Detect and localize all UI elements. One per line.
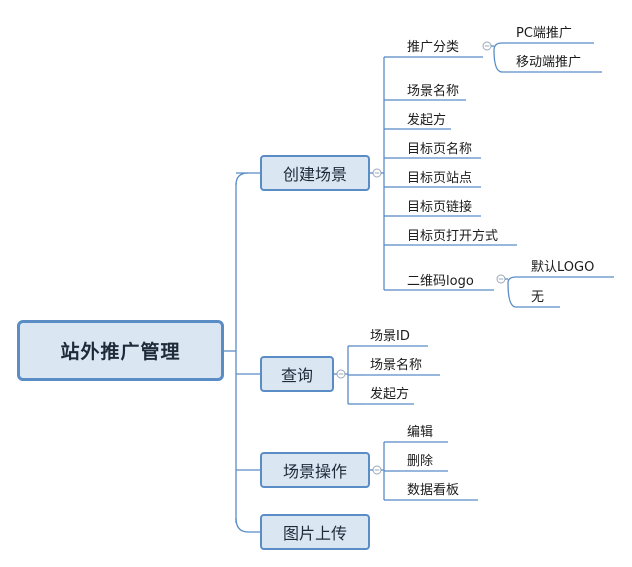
qr-logo-branch (505, 276, 524, 308)
root-node[interactable]: 站外推广管理 (17, 320, 224, 381)
leaf-query-initiator[interactable]: 发起方 (370, 387, 410, 402)
trunk-top-curve (235, 172, 249, 186)
leaf-qr-logo[interactable]: 二维码logo (407, 274, 474, 289)
leaf-target-page-site[interactable]: 目标页站点 (407, 171, 473, 186)
leaf-mobile-promotion[interactable]: 移动端推广 (516, 55, 582, 70)
leaf-scene-name[interactable]: 场景名称 (407, 84, 460, 99)
branch-node-create-scene[interactable]: 创建场景 (260, 155, 370, 191)
leaf-initiator[interactable]: 发起方 (407, 113, 447, 128)
scene-operation-spine (381, 442, 385, 500)
promotion-category-branch (491, 42, 510, 73)
leaf-query-scene-name[interactable]: 场景名称 (370, 358, 423, 373)
branch-node-scene-operation[interactable]: 场景操作 (260, 452, 370, 488)
branch-node-query[interactable]: 查询 (260, 356, 334, 392)
leaf-pc-promotion[interactable]: PC端推广 (516, 26, 572, 41)
leaf-target-page-open-mode[interactable]: 目标页打开方式 (407, 229, 499, 244)
branch-node-image-upload[interactable]: 图片上传 (260, 514, 370, 550)
to-image-upload (235, 517, 260, 533)
query-spine (345, 346, 349, 404)
leaf-default-logo[interactable]: 默认LOGO (531, 260, 595, 275)
leaf-target-page-link[interactable]: 目标页链接 (407, 200, 473, 215)
leaf-target-page-name[interactable]: 目标页名称 (407, 142, 473, 157)
leaf-delete[interactable]: 删除 (407, 454, 434, 469)
leaf-scene-id[interactable]: 场景ID (370, 329, 410, 344)
leaf-promotion-category[interactable]: 推广分类 (407, 40, 460, 55)
leaf-none[interactable]: 无 (531, 290, 545, 305)
leaf-edit[interactable]: 编辑 (407, 425, 434, 440)
leaf-data-dashboard[interactable]: 数据看板 (407, 483, 460, 498)
